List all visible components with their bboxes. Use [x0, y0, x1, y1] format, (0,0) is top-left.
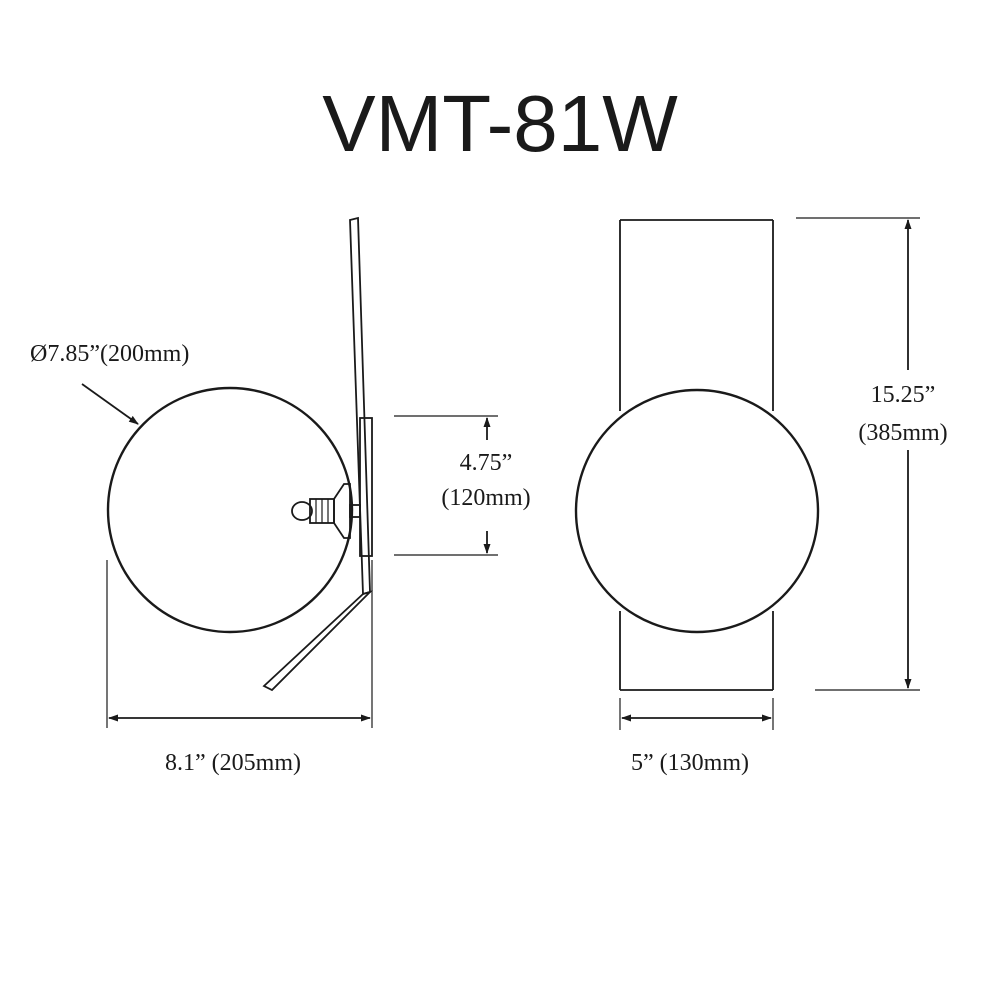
front-globe: [574, 388, 820, 634]
globe-diameter-leader: [81, 383, 139, 425]
globe-diameter-label: Ø7.85”(200mm): [30, 341, 189, 367]
model-title: VMT-81W: [322, 79, 678, 168]
width-label: 5” (130mm): [631, 750, 749, 776]
side-bulb-socket: [291, 483, 361, 539]
height-inches: 15.25”: [871, 382, 936, 408]
backplate-height-inches: 4.75”: [460, 450, 513, 476]
side-view: Ø7.85”(200mm) 4.75” (120mm) 8.1” (205mm): [30, 216, 531, 776]
side-globe: [106, 386, 354, 634]
side-arm-diagonal: [262, 590, 374, 692]
front-view: 15.25” (385mm) 5” (130mm): [574, 217, 948, 776]
depth-label: 8.1” (205mm): [165, 750, 301, 776]
backplate-height-mm: (120mm): [441, 485, 530, 511]
height-mm: (385mm): [858, 420, 947, 446]
side-backplate: [359, 417, 373, 557]
